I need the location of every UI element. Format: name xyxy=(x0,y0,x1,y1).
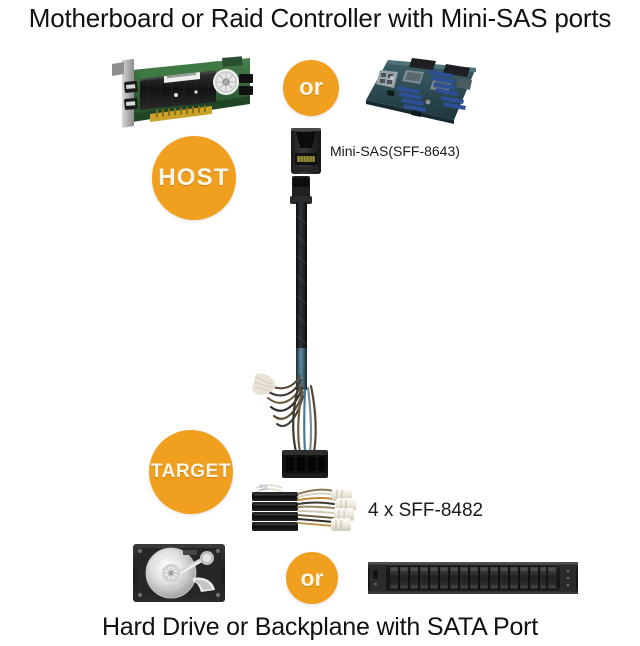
page-title-top: Motherboard or Raid Controller with Mini… xyxy=(28,3,612,33)
sff-8482-label: 4 x SFF-8482 xyxy=(368,500,484,521)
rack-server-backplane-image xyxy=(368,558,578,598)
server-motherboard-image xyxy=(358,50,482,126)
breakout-cable-image xyxy=(252,176,352,496)
mini-sas-sff-8643-connector-image xyxy=(287,126,325,176)
svg-text:S/I: S/I xyxy=(259,485,268,492)
page-title-bottom: Hard Drive or Backplane with SATA Port xyxy=(101,613,539,641)
host-badge: HOST xyxy=(152,136,236,220)
mini-sas-label: Mini-SAS(SFF-8643) xyxy=(330,143,460,159)
target-badge: TARGET xyxy=(149,430,233,514)
sff-8482-connector-stack-image: S/I xyxy=(248,478,368,534)
hard-disk-drive-image xyxy=(131,542,227,604)
or-badge-bottom: or xyxy=(286,552,338,604)
raid-controller-card-image xyxy=(104,52,256,134)
or-badge-top: or xyxy=(283,60,339,116)
